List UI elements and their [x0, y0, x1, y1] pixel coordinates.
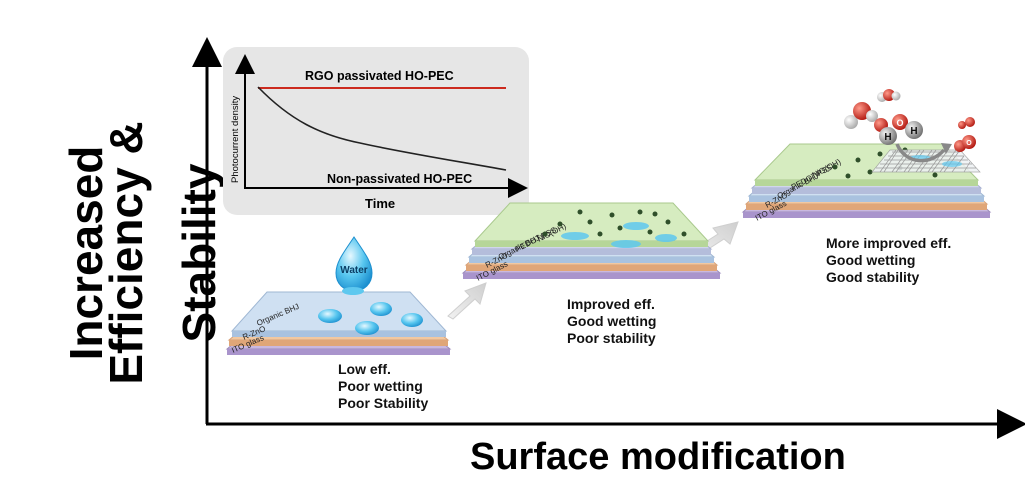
- stage3-caption-line1: More improved eff.: [826, 235, 952, 251]
- adsorbed-water-molecule-icon: H O H: [874, 114, 923, 145]
- stage2-caption-line1: Improved eff.: [567, 296, 655, 312]
- water-droplet: [623, 222, 649, 230]
- stage1-caption: Low eff. Poor wetting Poor Stability: [338, 361, 428, 412]
- inset-title-bottom: Non-passivated HO-PEC: [327, 172, 472, 186]
- inset-chart: RGO passivated HO-PEC Non-passivated HO-…: [223, 47, 529, 215]
- arrow-stage1-to-2: [447, 282, 487, 320]
- stage1-caption-line3: Poor Stability: [338, 395, 429, 411]
- reaction-arrow-icon: [895, 143, 946, 163]
- inset-x-label: Time: [365, 196, 395, 211]
- stage3-device: ITO glass R-ZnO Organic BHJ PEDOT:PSS Ni…: [741, 143, 992, 223]
- stage2-caption-line2: Good wetting: [567, 313, 657, 329]
- water-droplet: [561, 232, 589, 240]
- non-passivated-curve: [257, 86, 507, 171]
- water-molecule-icon: [877, 89, 901, 102]
- reaction-arrowhead-icon: [941, 143, 952, 154]
- water-droplet: [611, 240, 641, 248]
- svg-text:O: O: [966, 140, 972, 147]
- stage3-caption-line2: Good wetting: [826, 252, 916, 268]
- svg-text:H: H: [884, 132, 891, 143]
- nio-particles: [542, 209, 687, 237]
- water-droplet: [355, 321, 379, 335]
- stage2-caption: Improved eff. Good wetting Poor stabilit…: [567, 296, 656, 347]
- oxygen-molecule-icon: O: [954, 135, 976, 152]
- inset-y-label: Photocurrent density: [230, 96, 241, 183]
- stage1-device: ITO glass R-ZnO Organic BHJ: [225, 291, 452, 355]
- water-droplet: [401, 313, 423, 327]
- water-drop-label: Water: [340, 265, 368, 276]
- stage2-caption-line3: Poor stability: [567, 330, 656, 346]
- stage3-caption: More improved eff. Good wetting Good sta…: [826, 235, 951, 286]
- x-axis-label: Surface modification: [470, 436, 846, 478]
- water-droplet: [655, 234, 677, 242]
- stage1-caption-line1: Low eff.: [338, 361, 391, 377]
- water-droplet: [318, 309, 342, 323]
- stage1-caption-line2: Poor wetting: [338, 378, 423, 394]
- water-molecule-icon: [844, 102, 878, 129]
- water-drop-icon: Water: [335, 236, 373, 295]
- water-droplet: [370, 302, 392, 316]
- water-droplet: [942, 161, 962, 167]
- oxygen-molecule-icon: [958, 117, 975, 129]
- stage3-caption-line3: Good stability: [826, 269, 920, 285]
- stage2-device: ITO glass R-ZnO Organic BHJ PEDOT:PSS Ni…: [461, 202, 722, 283]
- svg-text:H: H: [910, 126, 917, 137]
- svg-text:O: O: [896, 118, 903, 128]
- inset-title-top: RGO passivated HO-PEC: [305, 69, 454, 83]
